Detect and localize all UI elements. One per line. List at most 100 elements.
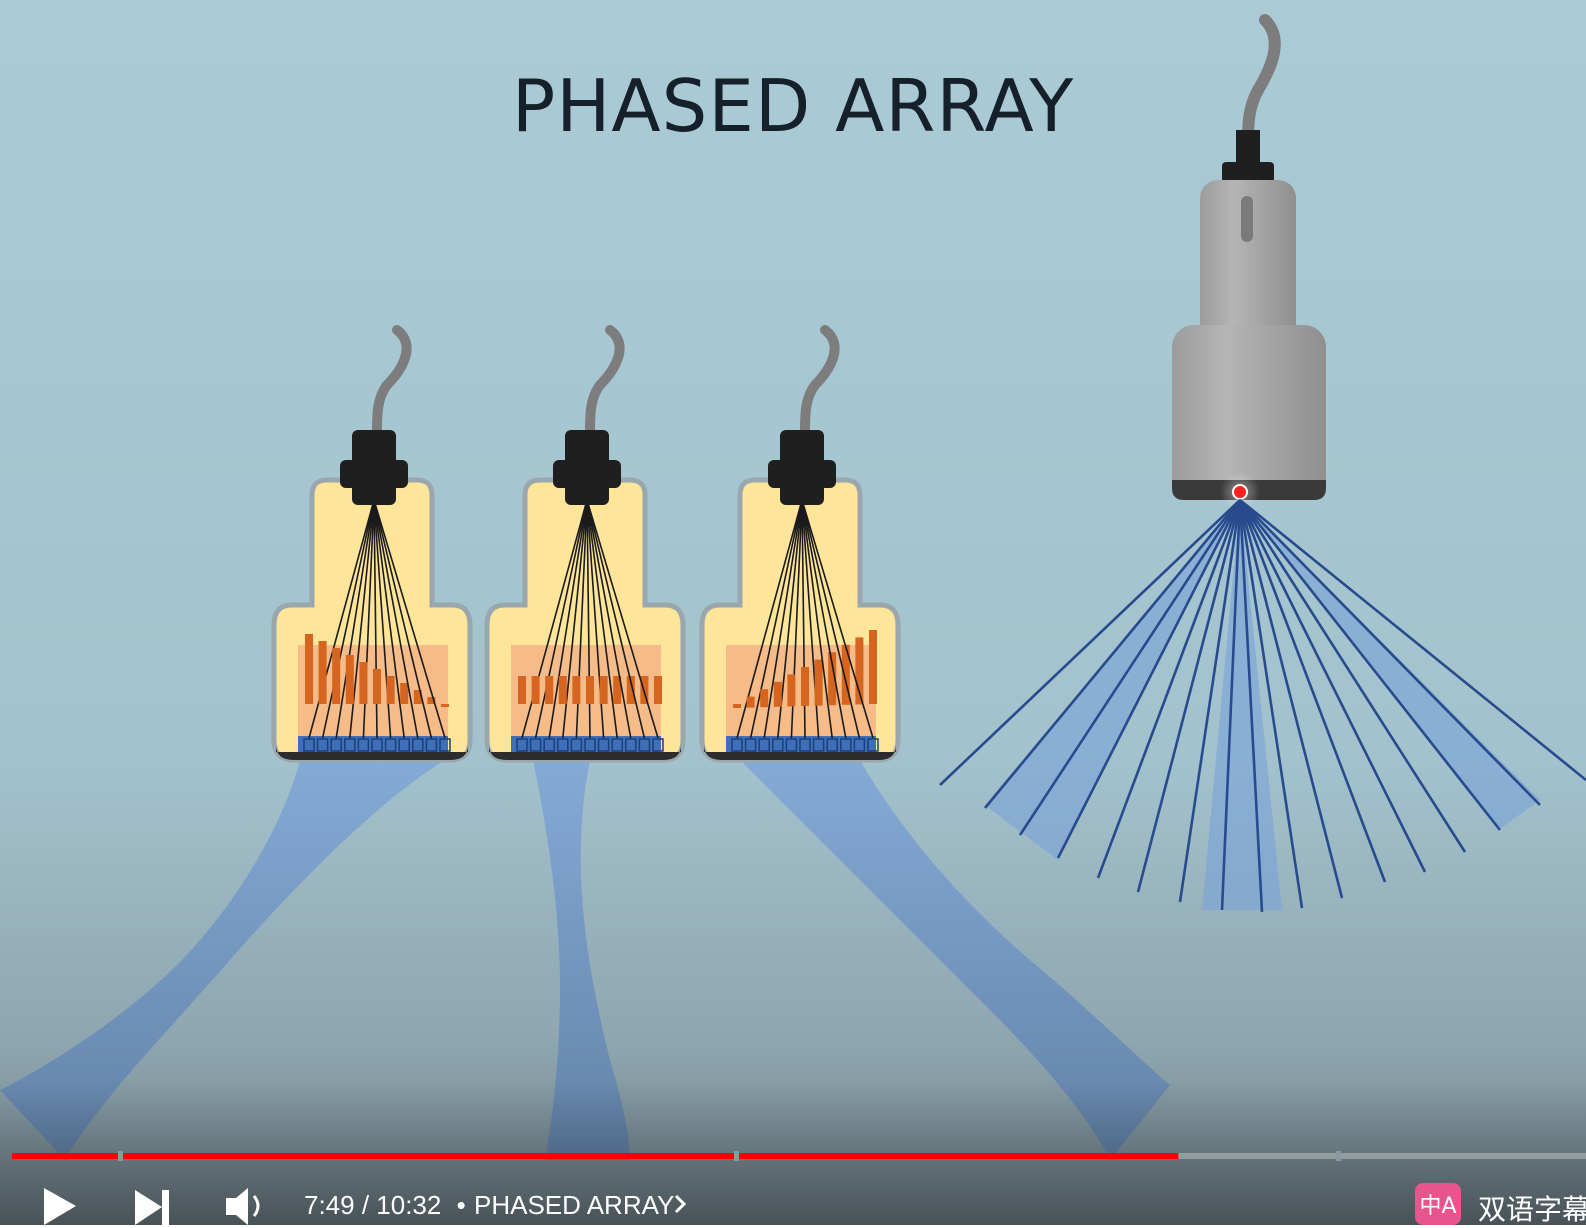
sweep-fan <box>939 498 1586 913</box>
delay-bar <box>441 704 449 707</box>
duration: 10:32 <box>376 1190 442 1220</box>
phased-probe-1 <box>271 325 473 763</box>
delay-bar <box>572 676 581 704</box>
probe-wire <box>749 499 803 739</box>
transducer-element <box>543 738 555 752</box>
probe-cable <box>800 325 840 437</box>
delay-bar <box>400 683 409 704</box>
delay-bar <box>733 704 741 708</box>
probe-wire <box>763 499 803 739</box>
transducer-element <box>758 738 770 752</box>
probe-connector-flange <box>553 460 621 488</box>
extension-label[interactable]: 双语字幕 <box>1478 1194 1586 1225</box>
subtitle-extension-button[interactable]: 中A <box>1415 1183 1461 1225</box>
transducer-element <box>826 738 838 752</box>
extension-badge <box>1415 1183 1461 1225</box>
progress-played <box>12 1153 1179 1159</box>
probe-wire <box>801 499 861 739</box>
progress-bar[interactable] <box>12 1151 1586 1161</box>
sweep-line <box>1238 499 1427 873</box>
chapter-title[interactable]: PHASED ARRAY <box>474 1190 675 1220</box>
beam-center <box>533 760 630 1160</box>
controls-shade <box>0 1080 1586 1225</box>
large-probe-cable <box>1242 14 1281 151</box>
sweep-line <box>1239 498 1586 782</box>
transducer-element <box>840 738 852 752</box>
probe-wire <box>801 499 847 739</box>
probe-wire <box>777 499 803 739</box>
probe-wire <box>801 499 874 739</box>
delay-bar <box>855 637 864 705</box>
probe-cable <box>585 325 625 437</box>
transducer-element <box>398 738 410 752</box>
delay-bar <box>773 681 782 707</box>
probe-face <box>704 745 896 760</box>
delay-bar <box>413 690 422 704</box>
delay-bar <box>318 641 327 704</box>
chapter-gap <box>734 1151 739 1161</box>
sweep-line <box>1238 499 1344 899</box>
probe-wire <box>373 499 419 739</box>
transducer-element <box>625 738 637 752</box>
delay-bar <box>787 674 796 707</box>
transducer-element <box>516 738 528 752</box>
delay-bar <box>531 676 540 704</box>
sweep-line <box>1238 499 1264 913</box>
probe-wire <box>534 499 588 739</box>
delay-bar <box>599 676 608 704</box>
probe-element-strip <box>726 736 876 754</box>
transducer-element <box>652 738 664 752</box>
transducer-element <box>357 738 370 752</box>
transducer-element <box>731 738 743 752</box>
large-probe-handle <box>1200 180 1296 340</box>
transducer-element <box>853 738 866 752</box>
transducer-element <box>371 738 383 752</box>
sweep-line <box>1178 499 1242 903</box>
probe-wire <box>586 499 646 739</box>
delay-bar <box>586 676 594 704</box>
large-probe-head <box>1172 325 1326 500</box>
sweep-line <box>1096 499 1242 879</box>
chapter-markers <box>118 1151 1341 1161</box>
transducer-element <box>303 738 315 752</box>
probe-wire <box>349 499 375 739</box>
transducer-element <box>772 738 784 752</box>
sweep-line <box>939 499 1241 786</box>
transducer-element <box>744 738 757 752</box>
focal-point <box>1232 484 1248 500</box>
chapter-gap <box>1336 1151 1341 1161</box>
probe-wire <box>373 499 433 739</box>
transducer-element <box>570 738 583 752</box>
sweep-wedge-center <box>1202 500 1282 910</box>
beam-right <box>740 760 1170 1160</box>
transducer-element <box>384 738 397 752</box>
extension-badge-text: 中A <box>1419 1194 1456 1219</box>
next-button[interactable] <box>135 1190 169 1225</box>
volume-wave-icon <box>252 1195 260 1217</box>
play-button[interactable] <box>44 1188 76 1225</box>
chapter-gap <box>118 1151 123 1161</box>
transducer-element <box>799 738 811 752</box>
delay-bar <box>359 662 368 704</box>
sweep-line <box>983 499 1242 809</box>
sweep-line <box>1220 499 1242 911</box>
delay-bar <box>427 697 436 704</box>
delay-bar <box>332 648 341 704</box>
sweep-line <box>1238 499 1304 909</box>
volume-button[interactable] <box>226 1188 260 1225</box>
delay-bar <box>626 676 635 704</box>
transducer-element <box>529 738 542 752</box>
transducer-element <box>557 738 569 752</box>
chapter-button[interactable] <box>674 1194 687 1214</box>
probe-wire <box>586 499 618 739</box>
delay-bar <box>386 676 395 704</box>
delay-bar <box>654 676 662 704</box>
probe-group <box>271 325 901 763</box>
transducer-element <box>812 738 825 752</box>
probe-wire <box>586 499 659 739</box>
probe-wire <box>801 499 833 739</box>
delay-bar <box>345 655 354 704</box>
transducer-element <box>597 738 610 752</box>
transducer-element <box>785 738 798 752</box>
